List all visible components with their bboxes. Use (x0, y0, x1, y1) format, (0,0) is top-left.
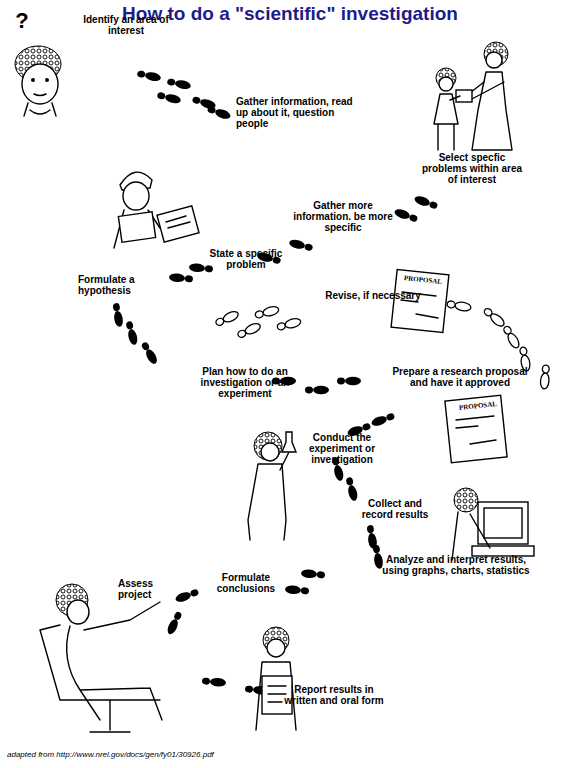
step-label: Report results in written and oral form (278, 684, 390, 706)
footprint (288, 238, 313, 252)
footprint (125, 320, 139, 345)
step-label: Formulate conclusions (206, 572, 286, 594)
thinking-person (15, 46, 61, 116)
footprint (140, 341, 159, 366)
footprint (166, 77, 191, 90)
footprint (540, 365, 550, 390)
footprint (276, 317, 301, 331)
footprint (502, 325, 521, 350)
step-label: Analyze and interpret results, using gra… (380, 554, 532, 576)
footprint (393, 207, 418, 223)
step-label: Identify an area of interest (78, 14, 174, 36)
step-label: Formulate a hypothesis (78, 274, 166, 296)
footprint (156, 91, 181, 105)
footprint (372, 544, 384, 569)
footprint (206, 105, 231, 121)
footprint (413, 194, 438, 210)
scientist (248, 432, 296, 540)
footprint (337, 377, 361, 385)
footprint (166, 610, 184, 635)
reclining-person (40, 584, 162, 732)
step-label: State a specific problem (206, 248, 286, 270)
footprint (370, 412, 395, 428)
footprint (446, 300, 471, 312)
footprint (169, 273, 194, 283)
footprint (236, 322, 261, 340)
step-label: Gather information, read up about it, qu… (236, 96, 354, 129)
footprint (254, 305, 279, 319)
footprint (305, 386, 329, 394)
step-label: Prepare a research proposal and have it … (390, 366, 530, 388)
writing-person (114, 172, 199, 248)
step-label: Plan how to do an investigation or an ex… (184, 366, 306, 399)
footprint (174, 588, 199, 604)
footprint (345, 476, 359, 501)
woman-and-child (434, 42, 512, 150)
step-label: Assess project (118, 578, 178, 600)
footprint (285, 585, 310, 595)
footprint (112, 302, 124, 327)
footprint (214, 310, 239, 328)
footprint (202, 677, 227, 687)
footprint (136, 69, 161, 82)
step-label: ? (10, 8, 34, 33)
footprints (112, 69, 439, 695)
footprint (482, 306, 506, 328)
footprint (301, 569, 326, 579)
step-label: Gather more information. be more specifi… (286, 200, 400, 233)
computer-worker (452, 488, 534, 560)
caption: adapted from http://www.nrel.gov/docs/ge… (7, 750, 407, 760)
footprint (189, 263, 214, 273)
step-label: Collect and record results (354, 498, 436, 520)
step-label: Revise, if necessary (318, 290, 428, 301)
step-label: Conduct the experiment or investigation (292, 432, 392, 465)
reporter (256, 627, 296, 730)
step-label: Select specfic problems within area of i… (416, 152, 528, 185)
